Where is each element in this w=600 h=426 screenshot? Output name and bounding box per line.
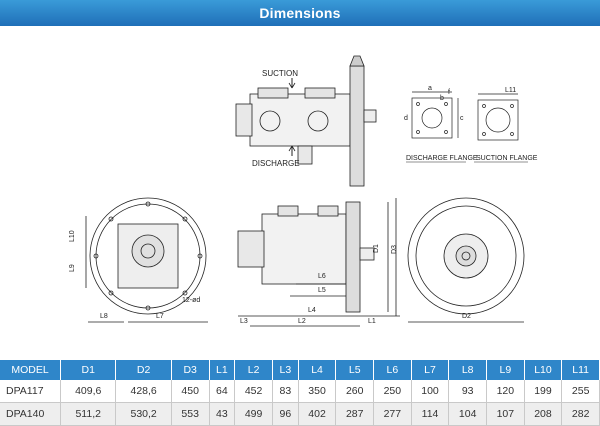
table-cell: 402	[298, 402, 337, 426]
header-l8: L8	[448, 360, 487, 380]
table-cell: DPA140	[0, 402, 61, 426]
d1-label: D1	[373, 244, 380, 253]
table-cell: 282	[561, 402, 600, 426]
table-cell: 260	[335, 380, 375, 403]
table-cell: 499	[234, 402, 273, 426]
l5-label: L5	[318, 287, 326, 294]
flange-label-c: c	[460, 115, 464, 122]
header-l10: L10	[524, 360, 563, 380]
table-cell: 64	[209, 380, 236, 403]
holes-label: 12-ød	[182, 297, 200, 304]
header-l3: L3	[272, 360, 299, 380]
header-l11: L11	[561, 360, 600, 380]
table-cell: 120	[486, 380, 525, 403]
header-d1: D1	[60, 360, 117, 380]
suction-label: SUCTION	[262, 69, 298, 78]
table-cell: 93	[448, 380, 487, 403]
header-d3: D3	[171, 360, 210, 380]
flange-label-a: a	[428, 85, 432, 92]
table-row: DPA140 511,2 530,2 553 43 499 96 402 287…	[0, 402, 600, 426]
table-cell: 83	[272, 380, 299, 403]
d3-label: D3	[391, 245, 398, 254]
l3-label: L3	[240, 318, 248, 325]
page-title: Dimensions	[259, 5, 341, 21]
header-l5: L5	[335, 360, 375, 380]
table-cell: 114	[411, 402, 450, 426]
front-view-left	[85, 197, 208, 323]
l1-label: L1	[368, 318, 376, 325]
suction-flange-label: SUCTION FLANGE	[476, 155, 538, 162]
header-l7: L7	[411, 360, 450, 380]
table-cell: 409,6	[60, 380, 117, 403]
header-model: MODEL	[0, 360, 61, 380]
table-cell: 277	[373, 402, 412, 426]
table-cell: 96	[272, 402, 299, 426]
table-cell: 199	[524, 380, 563, 403]
header-l1: L1	[209, 360, 236, 380]
table-cell: 255	[561, 380, 600, 403]
header-l2: L2	[234, 360, 273, 380]
l2-label: L2	[298, 318, 306, 325]
table-cell: 107	[486, 402, 525, 426]
header-l9: L9	[486, 360, 525, 380]
l9-label: L9	[69, 264, 76, 272]
table-cell: 511,2	[60, 402, 117, 426]
top-view	[235, 55, 377, 187]
technical-drawing: SUCTION DISCHARGE a b c d f DISCHARGE FL…	[69, 55, 538, 327]
discharge-flange-view	[411, 91, 459, 139]
table-cell: 208	[524, 402, 563, 426]
flange-label-f: f	[448, 89, 450, 96]
side-view	[237, 198, 400, 327]
front-view-right	[407, 197, 525, 323]
table-row: DPA117 409,6 428,6 450 64 452 83 350 260…	[0, 380, 600, 403]
l4-label: L4	[308, 307, 316, 314]
table-cell: 250	[373, 380, 412, 403]
flange-label-d: d	[404, 115, 408, 122]
table-cell: 452	[234, 380, 273, 403]
table-cell: 100	[411, 380, 450, 403]
l11-label: L11	[505, 87, 516, 94]
table-cell: 428,6	[115, 380, 172, 403]
table-cell: 287	[335, 402, 375, 426]
header-l4: L4	[298, 360, 337, 380]
table-cell: 450	[171, 380, 210, 403]
table-cell: 553	[171, 402, 210, 426]
table-header-row: MODEL D1 D2 D3 L1 L2 L3 L4 L5 L6 L7 L8 L…	[0, 360, 600, 380]
suction-flange-view	[477, 93, 519, 141]
table-cell: 43	[209, 402, 236, 426]
l6-label: L6	[318, 273, 326, 280]
l10-label: L10	[69, 230, 76, 242]
dimensions-table: MODEL D1 D2 D3 L1 L2 L3 L4 L5 L6 L7 L8 L…	[0, 360, 600, 426]
flange-label-b: b	[440, 95, 444, 102]
discharge-flange-label: DISCHARGE FLANGE	[406, 155, 478, 162]
l8-label: L8	[100, 313, 108, 320]
title-bar	[0, 0, 600, 26]
table-cell: 350	[298, 380, 337, 403]
table-cell: DPA117	[0, 380, 61, 403]
l7-label: L7	[156, 313, 164, 320]
header-l6: L6	[373, 360, 412, 380]
header-d2: D2	[115, 360, 172, 380]
table-cell: 104	[448, 402, 487, 426]
discharge-label: DISCHARGE	[252, 159, 300, 168]
table-cell: 530,2	[115, 402, 172, 426]
d2-label: D2	[462, 313, 471, 320]
